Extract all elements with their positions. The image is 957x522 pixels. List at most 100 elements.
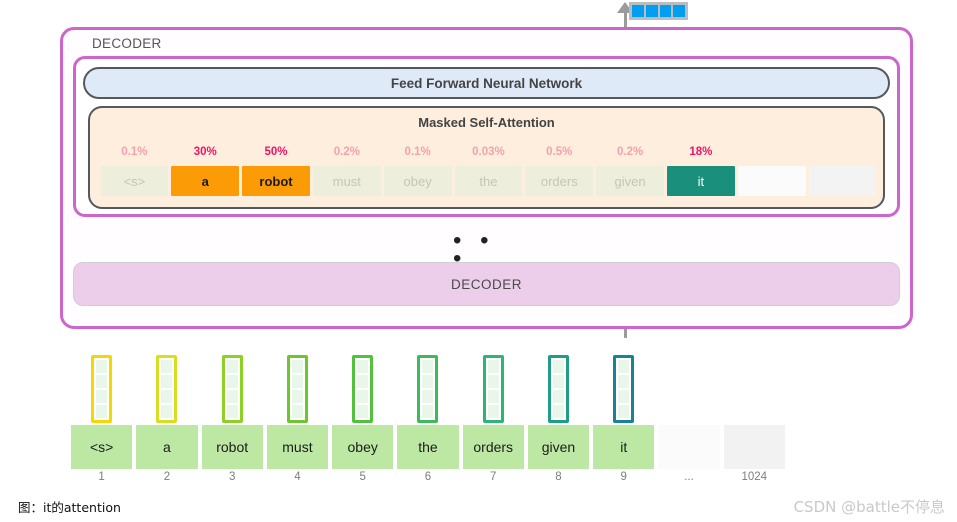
embedding-vector-cell — [291, 360, 303, 373]
input-position-index: 9 — [620, 471, 627, 483]
attention-percentage: 0.03% — [472, 146, 505, 158]
embedding-vector-cell — [357, 360, 369, 373]
embedding-vector-column — [461, 355, 526, 423]
input-token-cell: given — [527, 425, 590, 469]
embedding-vector — [547, 355, 569, 423]
embedding-vector-cell — [618, 375, 630, 388]
embedding-vector-cell — [487, 405, 499, 418]
embedding-vector-column — [591, 355, 656, 423]
input-token-cell — [723, 425, 785, 469]
embedding-vector-cell — [422, 390, 434, 403]
attention-percentage: 0.2% — [616, 146, 644, 158]
embedding-vector-cell — [161, 375, 173, 388]
embedding-vector-cell — [161, 390, 173, 403]
embedding-vector-cell — [552, 360, 564, 373]
attention-percentage-row: 0.1%30%50%0.2%0.1%0.03%0.5%0.2%18% — [99, 146, 878, 164]
attention-token-cell: must — [312, 166, 381, 196]
embedding-vector-cell — [618, 405, 630, 418]
embedding-vector-cell — [487, 360, 499, 373]
output-vector-cell — [644, 4, 659, 18]
embedding-vector-cell — [291, 375, 303, 388]
embedding-vector-cell — [552, 375, 564, 388]
embedding-vector-cell — [226, 360, 238, 373]
input-token-cell: robot — [201, 425, 263, 469]
embedding-vector-cell — [552, 390, 564, 403]
embedding-vector-cell — [291, 390, 303, 403]
input-position-index: 5 — [359, 471, 366, 483]
attention-percentage: 50% — [264, 146, 288, 158]
embedding-vector-column — [69, 355, 134, 423]
embedding-vector — [156, 355, 178, 423]
feed-forward-label: Feed Forward Neural Network — [390, 75, 583, 91]
attention-token-cell: the — [454, 166, 523, 196]
attention-token-cell: robot — [242, 166, 310, 196]
embedding-vector-cell — [357, 405, 369, 418]
embedding-vector-column — [722, 355, 787, 423]
attention-token-cell: obey — [383, 166, 452, 196]
embedding-vector-column — [265, 355, 330, 423]
attention-token-cell: orders — [525, 166, 594, 196]
embedding-vector-cell — [552, 405, 564, 418]
csdn-watermark: CSDN @battle不停息 — [793, 498, 945, 516]
masked-self-attention-block: Masked Self-Attention 0.1%30%50%0.2%0.1%… — [88, 106, 885, 209]
attention-token-cell: a — [171, 166, 240, 196]
decoder-block-label: DECODER — [92, 36, 162, 51]
attention-token-cell: <s> — [100, 166, 169, 196]
embedding-vector-cell — [96, 390, 108, 403]
attention-token-cell: it — [667, 166, 735, 196]
attention-token-cell — [808, 166, 877, 196]
embedding-vector — [286, 355, 308, 423]
attention-percentage: 0.2% — [333, 146, 360, 158]
decoder-stack-bar-label: DECODER — [450, 276, 522, 292]
input-position-index: 7 — [490, 471, 497, 483]
input-position-index: 4 — [294, 471, 301, 483]
embedding-vector-cell — [226, 375, 238, 388]
output-vector-cell — [631, 4, 645, 18]
embedding-vector-cell — [291, 405, 303, 418]
embedding-vector — [482, 355, 504, 423]
masked-self-attention-title: Masked Self-Attention — [418, 115, 555, 130]
up-arrow-head-icon — [617, 2, 633, 13]
figure-caption: 图：it的attention — [18, 500, 121, 515]
embedding-vector-cell — [96, 405, 108, 418]
input-token-cell — [658, 425, 720, 469]
embedding-vector-cell — [618, 360, 630, 373]
input-token-cell: it — [593, 425, 655, 469]
decoder-stack-bar: DECODER — [73, 262, 900, 306]
embedding-vector-cell — [487, 390, 499, 403]
input-token-cell: a — [136, 425, 198, 469]
embedding-vector — [91, 355, 113, 423]
decoder-stack-ellipsis: • • • — [453, 227, 495, 272]
embedding-vector-cell — [161, 360, 173, 373]
attention-token-cell — [737, 166, 806, 196]
attention-percentage: 0.1% — [404, 146, 431, 158]
embedding-vector-cell — [226, 390, 238, 403]
embedding-vector — [352, 355, 374, 423]
embedding-vector-cell — [357, 375, 369, 388]
input-position-index: 3 — [228, 471, 236, 483]
feed-forward-neural-network-block: Feed Forward Neural Network — [83, 67, 890, 99]
attention-token-cell: given — [596, 166, 664, 196]
embedding-vector — [221, 355, 243, 423]
embedding-vector-cell — [96, 360, 108, 373]
output-vector-chip — [629, 2, 688, 20]
attention-percentage — [807, 146, 878, 164]
attention-percentage: 0.1% — [121, 146, 148, 158]
input-token-cell: <s> — [71, 425, 133, 469]
embedding-vector-row — [69, 355, 787, 423]
input-position-index: 8 — [555, 471, 562, 483]
embedding-vector-cell — [487, 375, 499, 388]
embedding-vector-cell — [357, 390, 369, 403]
embedding-vector-column — [656, 355, 721, 423]
embedding-vector-cell — [422, 375, 434, 388]
input-token-cell: must — [266, 425, 329, 469]
output-vector-cell — [672, 4, 686, 18]
input-token-cell: orders — [462, 425, 524, 469]
embedding-vector-column — [200, 355, 265, 423]
input-token-cell: obey — [332, 425, 394, 469]
embedding-vector-cell — [226, 405, 238, 418]
embedding-vector-cell — [422, 360, 434, 373]
